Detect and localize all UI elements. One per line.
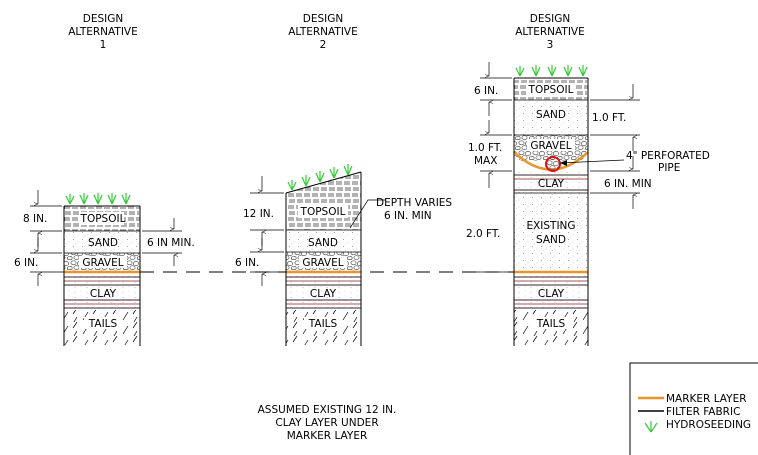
alt2-topsoil-dimension: 12 IN. bbox=[243, 208, 274, 220]
svg-text:DESIGN: DESIGN bbox=[303, 13, 343, 25]
depth-varies-label: DEPTH VARIES bbox=[376, 197, 452, 209]
hydroseeding-icon bbox=[65, 193, 131, 205]
tails-label: TAILS bbox=[536, 318, 566, 330]
tails-label: TAILS bbox=[88, 318, 118, 330]
gravel-label: GRAVEL bbox=[82, 257, 123, 269]
legend-marker-layer-label: MARKER LAYER bbox=[666, 393, 747, 405]
pipe-label: 4" PERFORATED bbox=[626, 150, 710, 162]
legend: MARKER LAYER FILTER FABRIC HYDROSEEDING bbox=[629, 362, 758, 455]
legend-filter-fabric-label: FILTER FABRIC bbox=[666, 406, 740, 418]
svg-text:ALTERNATIVE: ALTERNATIVE bbox=[515, 26, 584, 38]
existing-sand-layer bbox=[514, 193, 588, 270]
svg-text:DESIGN: DESIGN bbox=[530, 13, 570, 25]
alt1-sand-dimension: 6 IN MIN. bbox=[147, 237, 195, 249]
hydroseeding-icon bbox=[515, 65, 588, 77]
svg-text:CLAY LAYER UNDER: CLAY LAYER UNDER bbox=[275, 417, 378, 429]
legend-hydroseeding-label: HYDROSEEDING bbox=[666, 419, 751, 431]
svg-text:ASSUMED EXISTING 12 IN.: ASSUMED EXISTING 12 IN. bbox=[258, 404, 397, 416]
alt3-existing-dimension: 2.0 FT. bbox=[466, 228, 500, 240]
sand-layer bbox=[64, 231, 140, 253]
alt3-gravel-max: MAX bbox=[474, 155, 497, 167]
topsoil-label: TOPSOIL bbox=[528, 84, 574, 96]
alt2-gravel-dimension: 6 IN. bbox=[235, 257, 259, 269]
existing-sand-label: SAND bbox=[536, 234, 566, 246]
column-alternative-1: TOPSOIL SAND GRAVEL CLAY TAILS bbox=[14, 190, 195, 346]
gravel-label: GRAVEL bbox=[530, 140, 571, 152]
title-alternative-2: DESIGN ALTERNATIVE 2 bbox=[288, 13, 357, 51]
svg-text:2: 2 bbox=[320, 39, 327, 51]
assumed-clay-note: ASSUMED EXISTING 12 IN. CLAY LAYER UNDER… bbox=[258, 404, 397, 442]
alt3-topsoil-dimension: 6 IN. bbox=[474, 85, 498, 97]
topsoil-label: TOPSOIL bbox=[300, 206, 346, 218]
perforated-pipe-icon bbox=[545, 156, 561, 172]
sand-label: SAND bbox=[536, 109, 566, 121]
clay-label: CLAY bbox=[90, 288, 117, 300]
svg-text:DESIGN: DESIGN bbox=[83, 13, 123, 25]
alt1-topsoil-dimension: 8 IN. bbox=[23, 213, 47, 225]
sand-label: SAND bbox=[88, 237, 118, 249]
svg-text:ALTERNATIVE: ALTERNATIVE bbox=[68, 26, 137, 38]
clay-layer bbox=[514, 171, 588, 193]
title-alternative-1: DESIGN ALTERNATIVE 1 bbox=[68, 13, 137, 51]
sand-layer bbox=[286, 230, 361, 252]
topsoil-label: TOPSOIL bbox=[80, 213, 126, 225]
title-alternative-3: DESIGN ALTERNATIVE 3 bbox=[515, 13, 584, 51]
clay-label: CLAY bbox=[538, 178, 565, 190]
alt3-sand-dimension: 1.0 FT. bbox=[592, 112, 626, 124]
tails-label: TAILS bbox=[308, 318, 338, 330]
sand-layer bbox=[514, 100, 588, 135]
clay-label: CLAY bbox=[310, 288, 337, 300]
hydroseeding-legend-icon bbox=[644, 421, 658, 433]
pipe-leader bbox=[559, 159, 625, 164]
sand-label: SAND bbox=[308, 237, 338, 249]
column-alternative-2: TOPSOIL SAND GRAVEL CLAY TAILS bbox=[235, 164, 452, 346]
existing-label: EXISTING bbox=[526, 220, 575, 232]
svg-text:ALTERNATIVE: ALTERNATIVE bbox=[288, 26, 357, 38]
alt3-clay-dimension: 6 IN. MIN bbox=[604, 178, 652, 190]
depth-varies-min-label: 6 IN. MIN bbox=[384, 210, 432, 222]
hydroseeding-icon bbox=[287, 164, 353, 191]
pipe-label-line2: PIPE bbox=[658, 162, 680, 174]
legend-border bbox=[629, 362, 758, 455]
gravel-label: GRAVEL bbox=[302, 257, 343, 269]
alt3-gravel-dimension: 1.0 FT. bbox=[468, 142, 502, 154]
column-alternative-3: TOPSOIL SAND GRAVEL CLAY EXISTING SAND bbox=[466, 62, 710, 346]
svg-text:MARKER LAYER: MARKER LAYER bbox=[287, 430, 368, 442]
topsoil-layer bbox=[286, 172, 361, 230]
alt1-gravel-dimension: 6 IN. bbox=[14, 257, 38, 269]
svg-text:3: 3 bbox=[547, 39, 554, 51]
depth-varies-leader bbox=[349, 199, 386, 229]
svg-text:1: 1 bbox=[100, 39, 107, 51]
clay-label-lower: CLAY bbox=[538, 288, 565, 300]
